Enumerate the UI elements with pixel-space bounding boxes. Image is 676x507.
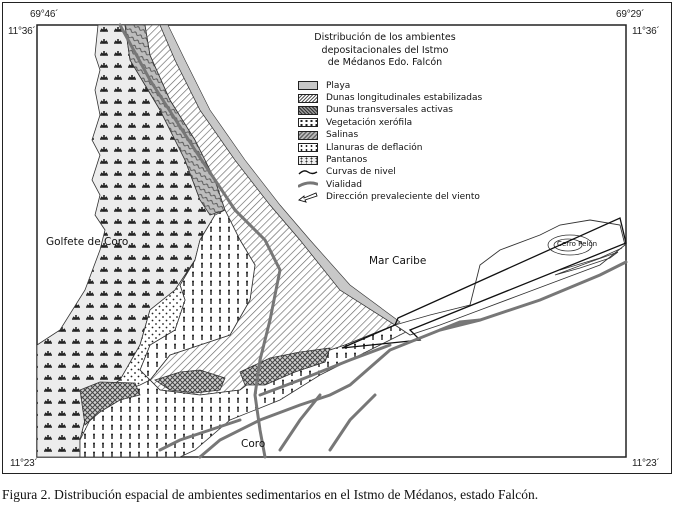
shrub-swatch-icon: [298, 118, 318, 128]
region-playa: [159, 24, 401, 326]
map-canvas: [36, 23, 628, 459]
legend-title: Distribución de los ambientes depositaci…: [295, 32, 475, 70]
region-dunas-transversales-3: [239, 347, 331, 386]
wind-arrow-icon: [298, 192, 318, 203]
legend-label: Llanuras de deflación: [326, 142, 423, 153]
legend-title-line-3: de Médanos Edo. Falcón: [327, 57, 443, 68]
salinas-swatch-icon: [298, 130, 318, 140]
label-cerro: Cerro Pelón: [557, 240, 598, 248]
coord-top-left-lon: 69°46´: [30, 9, 59, 20]
map-legend: Distribución de los ambientes depositaci…: [290, 32, 530, 203]
legend-item-llanuras: Llanuras de deflación: [290, 141, 530, 153]
region-dunas-transversales-2: [154, 369, 226, 394]
legend-item-curvas: Curvas de nivel: [290, 166, 530, 178]
cross-hatch-swatch-icon: [298, 105, 318, 115]
coord-bottom-right-lat: 11°23´: [632, 458, 660, 469]
coord-top-right-lat: 11°36´: [632, 26, 660, 37]
label-coro: Coro: [241, 438, 266, 450]
marsh-swatch-icon: [298, 155, 318, 165]
legend-item-vegetacion: Vegetación xerófila: [290, 117, 530, 129]
legend-title-line-1: Distribución de los ambientes: [314, 32, 456, 43]
diagonal-hatch-swatch-icon: [298, 93, 318, 103]
label-golfete-de-coro: Golfete de Coro: [46, 236, 129, 248]
label-mar-caribe: Mar Caribe: [369, 255, 427, 267]
legend-label: Playa: [326, 80, 351, 91]
legend-item-salinas: Salinas: [290, 129, 530, 141]
legend-label: Vegetación xerófila: [326, 117, 413, 128]
region-peninsula-east: [393, 219, 626, 336]
legend-label: Dirección prevaleciente del viento: [326, 192, 480, 203]
region-dunas-transversales-1: [79, 381, 141, 426]
coord-bottom-left-lat: 11°23´: [10, 458, 38, 469]
coord-top-left-lat: 11°36´: [8, 26, 36, 37]
legend-label: Curvas de nivel: [326, 167, 396, 178]
playa-swatch-icon: [298, 81, 318, 91]
legend-title-line-2: depositacionales del Istmo: [321, 44, 449, 56]
legend-item-pantanos: Pantanos: [290, 154, 530, 166]
legend-item-dunas-longitudinales: Dunas longitudinales estabilizadas: [290, 92, 530, 104]
figure-caption: Figura 2. Distribución espacial de ambie…: [2, 487, 539, 502]
roads: [118, 23, 628, 459]
road-line-icon: [298, 180, 318, 189]
legend-label: Pantanos: [326, 155, 368, 166]
legend-list: Playa Dunas longitudinales estabilizadas…: [290, 80, 530, 204]
legend-label: Dunas longitudinales estabilizadas: [326, 93, 483, 104]
legend-item-dunas-transversales: Dunas transversales activas: [290, 104, 530, 116]
legend-label: Vialidad: [326, 179, 362, 190]
contour-lines: [547, 234, 623, 276]
contour-line-icon: [298, 168, 318, 177]
legend-item-playa: Playa: [290, 80, 530, 92]
legend-label: Salinas: [326, 130, 359, 141]
legend-label: Dunas transversales activas: [326, 105, 453, 116]
coord-top-right-lon: 69°29´: [616, 9, 645, 20]
figure-outer-frame: [2, 2, 672, 474]
legend-item-viento: Dirección prevaleciente del viento: [290, 191, 530, 203]
dots-swatch-icon: [298, 143, 318, 153]
legend-item-vialidad: Vialidad: [290, 179, 530, 191]
